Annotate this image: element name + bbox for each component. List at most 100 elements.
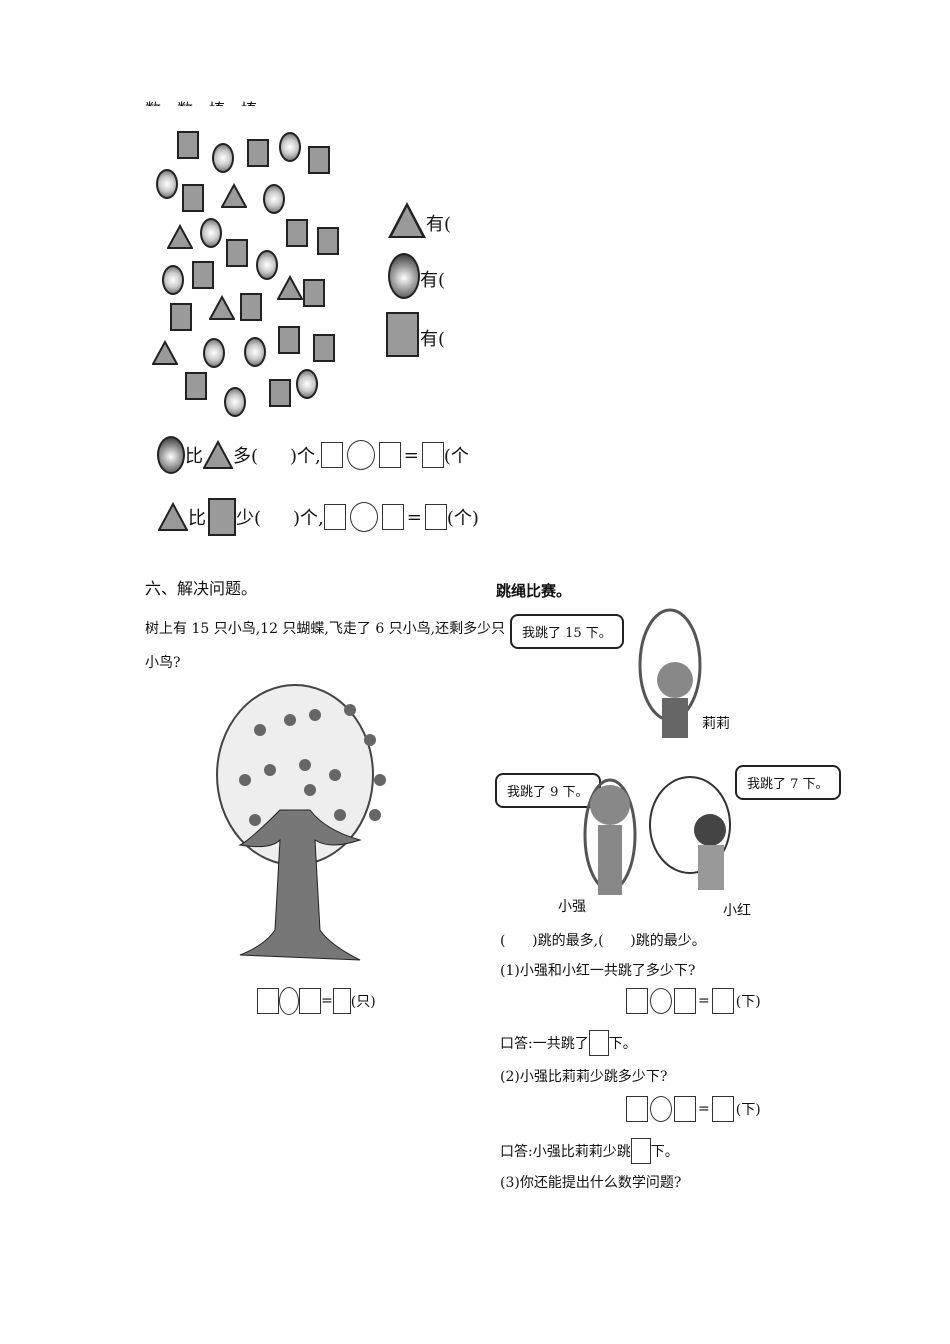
answer-box[interactable]: [674, 988, 696, 1014]
answer-box[interactable]: [626, 988, 648, 1014]
operator-circle[interactable]: [349, 502, 378, 532]
operator-circle[interactable]: [650, 1096, 672, 1122]
equation-1: = (下): [626, 988, 761, 1014]
answer-prefix: 口答:一共跳了: [500, 1036, 589, 1052]
answer-box[interactable]: [332, 988, 351, 1014]
circle-shape: [162, 265, 184, 295]
square-shape: [226, 239, 248, 267]
circle-shape: [279, 132, 301, 162]
triangle-shape: [209, 295, 235, 320]
equals-sign: =: [406, 506, 422, 528]
answer-box[interactable]: [299, 988, 321, 1014]
answer-box[interactable]: [588, 1030, 609, 1056]
answer-prefix: 口答:小强比莉莉少跳: [500, 1144, 631, 1160]
answer-box[interactable]: [626, 1096, 648, 1122]
triangle-icon: [203, 440, 233, 469]
square-shape: [278, 326, 300, 354]
answer-box[interactable]: [257, 988, 279, 1014]
triangle-shape: [152, 340, 178, 365]
compare-word: 比: [188, 508, 206, 529]
section-six-heading: 六、解决问题。: [145, 579, 258, 598]
square-shape: [269, 379, 291, 407]
bird-equation: = (只): [257, 987, 376, 1015]
answer-box[interactable]: [381, 504, 404, 530]
answer-box[interactable]: [711, 988, 734, 1014]
square-shape: [286, 219, 308, 247]
square-count-label: 有(: [420, 329, 446, 350]
answer-box[interactable]: [630, 1138, 651, 1164]
circle-legend-icon: [388, 253, 420, 299]
compare-row-2: 比 少( )个, = (个): [158, 498, 479, 536]
compare-row-1: 比 多( )个, = (个: [157, 436, 469, 474]
less-text: 少(: [236, 508, 262, 529]
xiaoqiang-speech-bubble: 我跳了 9 下。: [495, 773, 601, 808]
equals-sign: =: [403, 444, 419, 466]
count-close: )个,: [290, 446, 321, 467]
circle-shape: [203, 338, 225, 368]
operator-circle[interactable]: [279, 987, 299, 1015]
operator-circle[interactable]: [346, 440, 375, 470]
problem-text-line1: 树上有 15 只小鸟,12 只蝴蝶,飞走了 6 只小鸟,还剩多少只: [145, 621, 506, 637]
square-shape: [182, 184, 204, 212]
equals-sign: =: [698, 993, 710, 1009]
answer-box[interactable]: [421, 442, 444, 468]
circle-shape: [256, 250, 278, 280]
answer-box[interactable]: [711, 1096, 734, 1122]
unit-label: (个): [446, 508, 479, 529]
square-shape: [317, 227, 339, 255]
triangle-count-label: 有(: [426, 214, 452, 235]
circle-shape: [212, 143, 234, 173]
lili-name: 莉莉: [702, 716, 730, 732]
count-close: )个,: [293, 508, 324, 529]
square-shape: [303, 279, 325, 307]
circle-shape: [200, 218, 222, 248]
circle-shape: [244, 337, 266, 367]
triangle-shape: [221, 183, 247, 208]
answer-box[interactable]: [424, 504, 447, 530]
triangle-shape: [277, 275, 303, 300]
jump-rope-title: 跳绳比赛。: [496, 582, 572, 600]
square-shape: [185, 372, 207, 400]
answer-suffix: 下。: [650, 1144, 679, 1160]
question-3: (3)你还能提出什么数学问题?: [500, 1175, 682, 1191]
operator-circle[interactable]: [650, 988, 672, 1014]
triangle-shape: [167, 224, 193, 249]
answer-2: 口答:小强比莉莉少跳 下。: [500, 1138, 679, 1164]
square-shape: [170, 303, 192, 331]
square-shape: [177, 131, 199, 159]
unit-label: (下): [735, 1102, 761, 1118]
circle-shape: [296, 369, 318, 399]
question-1: (1)小强和小红一共跳了多少下?: [500, 963, 696, 979]
question-2: (2)小强比莉莉少跳多少下?: [500, 1069, 668, 1085]
circle-shape: [224, 387, 246, 417]
square-shape: [308, 146, 330, 174]
answer-box[interactable]: [378, 442, 401, 468]
xiaoqiang-name: 小强: [558, 899, 586, 915]
problem-text-line2: 小鸟?: [145, 655, 181, 671]
unit-label: (只): [350, 994, 376, 1010]
most-least-question: ( )跳的最多,( )跳的最少。: [500, 933, 706, 949]
square-shape: [192, 261, 214, 289]
answer-1: 口答:一共跳了 下。: [500, 1030, 637, 1056]
answer-box[interactable]: [674, 1096, 696, 1122]
square-shape: [313, 334, 335, 362]
unit-label: (个: [443, 446, 469, 467]
triangle-legend-fill: [392, 207, 422, 236]
circle-count-label: 有(: [420, 270, 446, 291]
compare-word: 比: [185, 446, 203, 467]
more-text: 多(: [233, 446, 259, 467]
equals-sign: =: [698, 1101, 710, 1117]
equation-2: = (下): [626, 1096, 761, 1122]
unit-label: (下): [735, 994, 761, 1010]
answer-box[interactable]: [323, 504, 346, 530]
triangle-icon: [158, 502, 188, 531]
circle-shape: [263, 184, 285, 214]
square-icon: [208, 498, 236, 536]
answer-box[interactable]: [320, 442, 343, 468]
square-legend-icon: [386, 312, 419, 357]
lili-speech-bubble: 我跳了 15 下。: [510, 614, 624, 649]
square-shape: [247, 139, 269, 167]
section-heading-cut: 数一数，填一填。: [145, 96, 273, 106]
children-jumping-illustration: [583, 608, 731, 895]
